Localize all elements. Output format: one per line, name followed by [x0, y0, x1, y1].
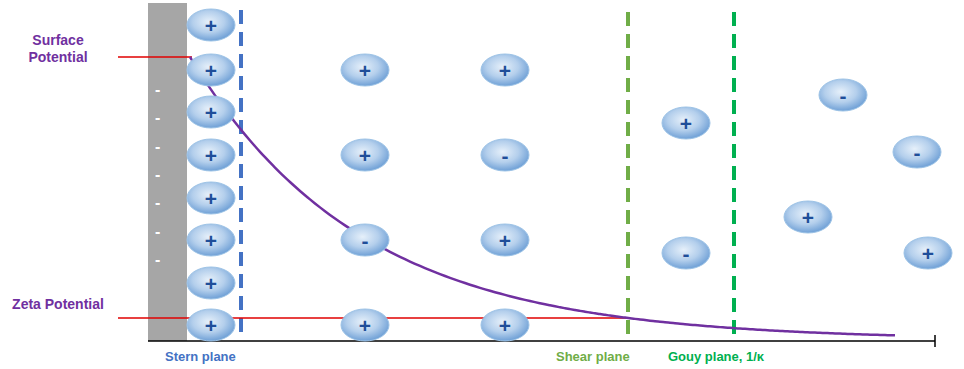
ion-charge: +	[186, 181, 236, 215]
ion: -	[340, 223, 390, 257]
surface-charge: -	[155, 80, 175, 99]
ion: +	[186, 266, 236, 300]
ion: +	[480, 223, 530, 257]
ion: +	[661, 106, 711, 140]
ion-charge: +	[186, 95, 236, 129]
axis-tick	[934, 335, 936, 347]
ion: +	[340, 138, 390, 172]
ion: -	[480, 138, 530, 172]
charged-surface	[148, 3, 187, 341]
surface-charge: -	[155, 193, 175, 212]
stern-plane-line	[239, 10, 243, 340]
surface-charge: -	[155, 108, 175, 127]
ion-charge: +	[186, 266, 236, 300]
ion-charge: +	[186, 223, 236, 257]
ion: +	[186, 53, 236, 87]
plane-label: Shear plane	[556, 349, 676, 365]
ion: +	[186, 138, 236, 172]
ion-charge: +	[186, 308, 236, 342]
ion: +	[340, 308, 390, 342]
ion: +	[340, 53, 390, 87]
ion-charge: +	[480, 223, 530, 257]
ion-charge: -	[480, 138, 530, 172]
ion-charge: -	[892, 135, 942, 169]
plane-label: Gouy plane, 1/κ	[668, 349, 818, 365]
ion: +	[186, 181, 236, 215]
surface-charge: -	[155, 222, 175, 241]
ion-charge: +	[340, 53, 390, 87]
ion-charge: -	[818, 78, 868, 112]
potential-label: Surface Potential	[8, 32, 108, 66]
ion: -	[818, 78, 868, 112]
plane-label: Stern plane	[165, 349, 285, 365]
ion: +	[186, 223, 236, 257]
ion: +	[186, 308, 236, 342]
ion-charge: +	[480, 53, 530, 87]
surface-charge: -	[155, 137, 175, 156]
ion-charge: +	[186, 8, 236, 42]
ion: -	[892, 135, 942, 169]
ion-charge: -	[340, 223, 390, 257]
ion-charge: +	[186, 138, 236, 172]
surface-charge: -	[155, 165, 175, 184]
ion: +	[783, 200, 833, 234]
ion-charge: +	[783, 200, 833, 234]
ion: +	[480, 308, 530, 342]
ion-charge: +	[340, 138, 390, 172]
gouy-plane-line	[732, 12, 736, 340]
ion-charge: +	[903, 236, 953, 270]
ion-charge: +	[661, 106, 711, 140]
potential-label: Zeta Potential	[8, 296, 108, 313]
ion: +	[186, 8, 236, 42]
distance-axis	[148, 340, 935, 342]
ion-charge: -	[661, 236, 711, 270]
shear-plane-line	[626, 12, 630, 340]
ion: +	[903, 236, 953, 270]
surface-charge: -	[155, 250, 175, 269]
surface-potential-line	[118, 56, 192, 58]
potential-curve	[190, 57, 895, 335]
ion-charge: +	[480, 308, 530, 342]
ion: +	[186, 95, 236, 129]
ion-charge: +	[186, 53, 236, 87]
ion: +	[480, 53, 530, 87]
ion: -	[661, 236, 711, 270]
ion-charge: +	[340, 308, 390, 342]
